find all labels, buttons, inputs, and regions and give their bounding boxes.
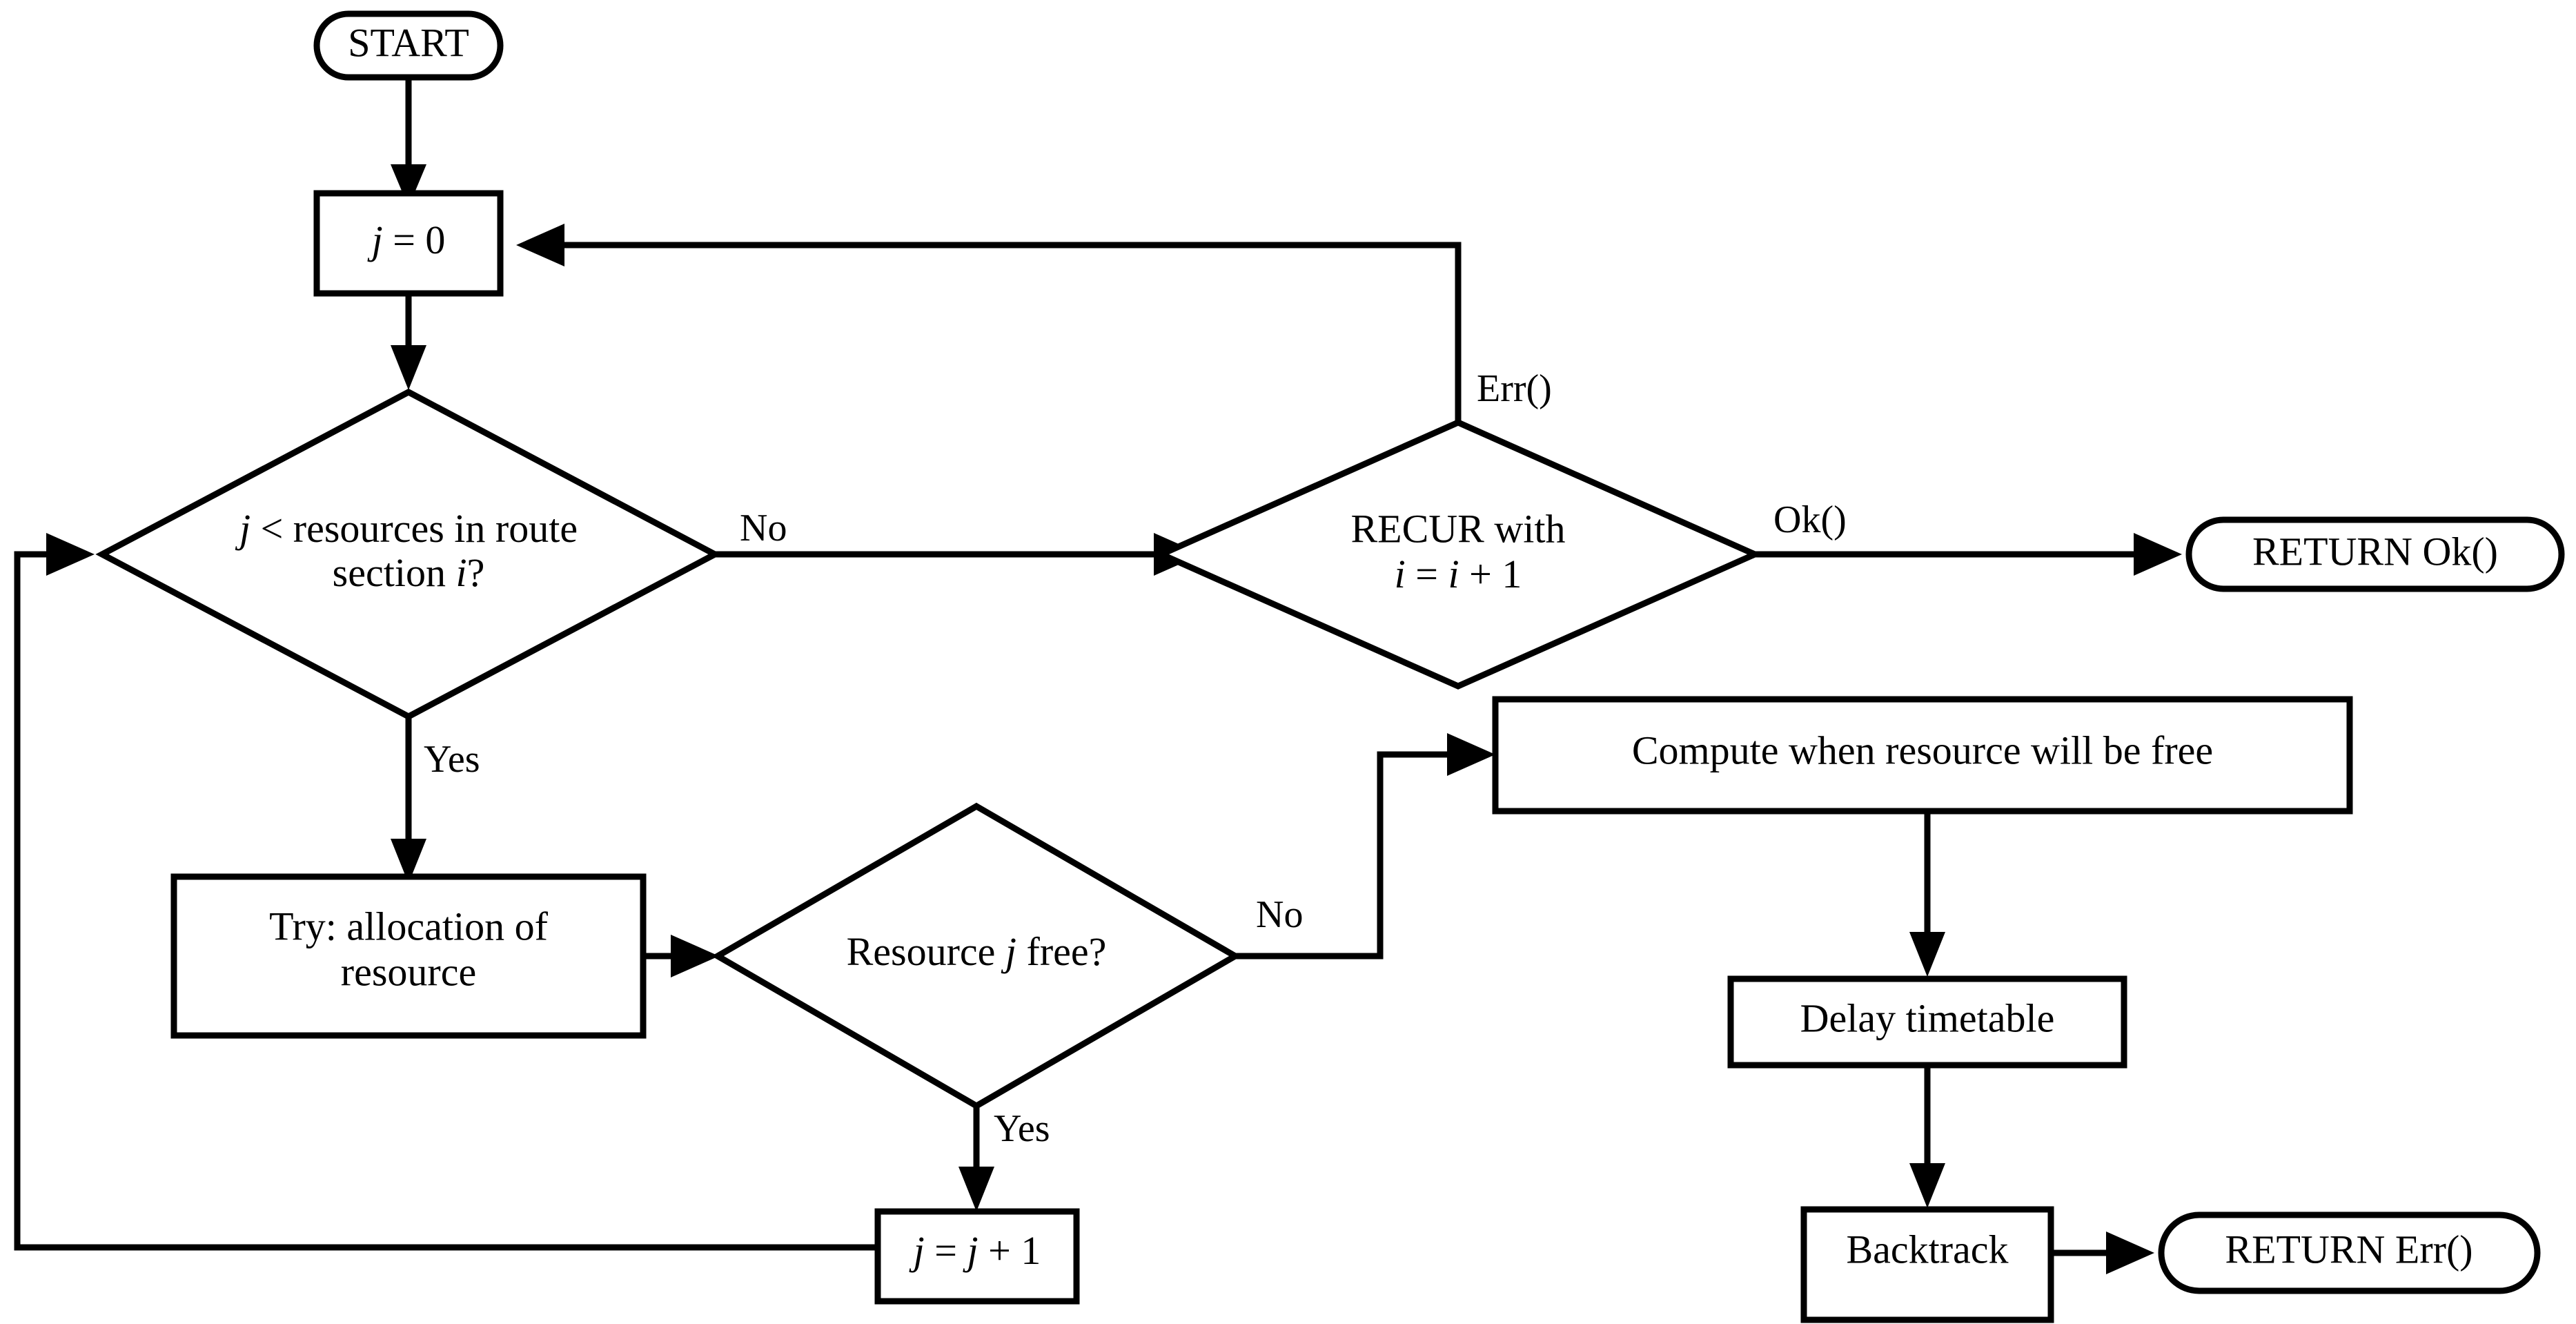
node-try-alloc-line1: Try: allocation of xyxy=(269,904,549,948)
node-compute-free[interactable]: Compute when resource will be free xyxy=(1492,696,2353,815)
edge-compute-to-delay xyxy=(1909,811,1945,977)
node-recur-line2: i = i + 1 xyxy=(1395,552,1522,596)
node-backtrack-label: Backtrack xyxy=(1846,1227,2008,1272)
node-cond-free[interactable]: Resource j free? xyxy=(711,802,1241,1110)
node-delay[interactable]: Delay timetable xyxy=(1727,975,2127,1069)
edge-label-cond-resources-no: No xyxy=(740,507,787,549)
node-return-ok-label: RETURN Ok() xyxy=(2252,529,2498,574)
node-j-init-label: j = 0 xyxy=(367,217,446,262)
edge-backtrack-to-return-err xyxy=(2049,1231,2154,1274)
node-delay-label: Delay timetable xyxy=(1800,995,2055,1040)
node-j-incr[interactable]: j = j + 1 xyxy=(874,1208,1080,1305)
node-start-label: START xyxy=(348,20,469,65)
edge-label-cond-resources-yes: Yes xyxy=(424,738,480,781)
node-try-alloc[interactable]: Try: allocation of resource xyxy=(170,873,647,1039)
node-backtrack[interactable]: Backtrack xyxy=(1800,1206,2054,1323)
edge-label-cond-free-no: No xyxy=(1256,893,1303,936)
edge-j-init-to-cond-resources xyxy=(391,295,426,390)
node-cond-resources[interactable]: j < resources in route section i? xyxy=(95,388,722,721)
edge-label-recur-err: Err() xyxy=(1477,367,1552,410)
node-cond-resources-line2: section i? xyxy=(333,550,485,595)
node-cond-free-label: Resource j free? xyxy=(847,929,1107,974)
edge-j-incr-to-cond-resources-loop xyxy=(14,533,878,1251)
node-try-alloc-line2: resource xyxy=(341,949,476,994)
node-recur[interactable]: RECUR with i = i + 1 xyxy=(1153,419,1763,690)
edge-cond-free-no-to-compute xyxy=(1234,733,1495,960)
edge-cond-resources-yes-to-try-alloc xyxy=(391,718,426,884)
edge-recur-err-to-j-init xyxy=(516,224,1462,428)
node-start[interactable]: START xyxy=(313,10,504,81)
edge-label-cond-free-yes: Yes xyxy=(994,1107,1050,1150)
edge-start-to-j-init xyxy=(391,75,426,207)
node-j-init[interactable]: j = 0 xyxy=(313,190,504,297)
node-return-err[interactable]: RETURN Err() xyxy=(2158,1211,2541,1294)
edge-recur-ok-to-return-ok xyxy=(1753,533,2182,576)
node-compute-free-label: Compute when resource will be free xyxy=(1632,728,2213,772)
node-return-ok[interactable]: RETURN Ok() xyxy=(2185,516,2565,592)
edge-delay-to-backtrack xyxy=(1909,1063,1945,1208)
node-j-incr-label: j = j + 1 xyxy=(909,1228,1041,1273)
edge-try-alloc-to-cond-free xyxy=(645,935,719,977)
edge-label-recur-ok: Ok() xyxy=(1773,498,1847,541)
node-cond-resources-line1: j < resources in route xyxy=(235,506,578,551)
node-return-err-label: RETURN Err() xyxy=(2225,1227,2472,1272)
node-recur-line1: RECUR with xyxy=(1351,506,1566,551)
